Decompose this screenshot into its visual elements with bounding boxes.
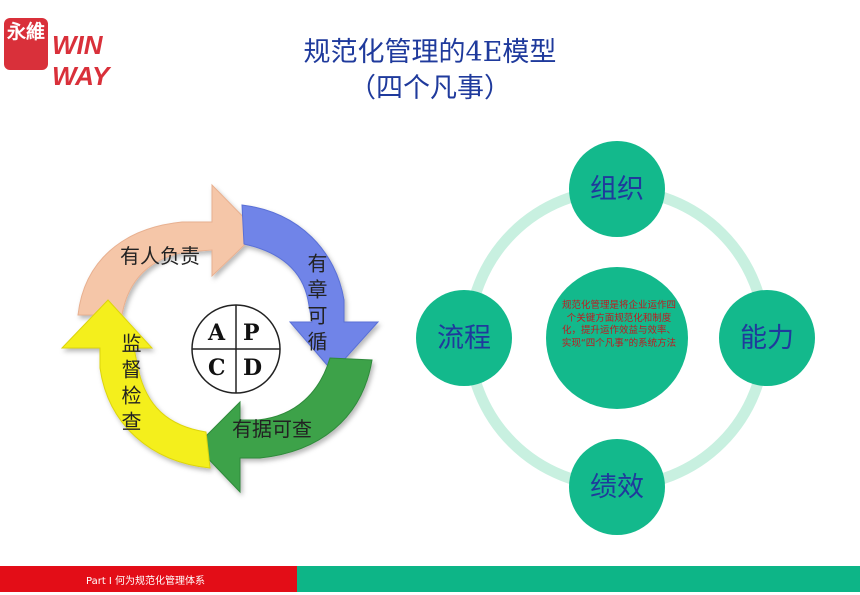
logo-brand-text: WIN WAY [52, 30, 110, 91]
model-diagram [416, 141, 815, 535]
model-center-circle [546, 267, 688, 409]
footer-bar-red [0, 566, 297, 592]
node-label-bottom: 绩效 [590, 472, 644, 503]
pdca-circle [191, 304, 281, 394]
label-rules: 有章可循 [304, 253, 328, 357]
pdca-letter-d: D [243, 355, 262, 381]
footer-bar-green [297, 566, 860, 592]
node-label-right: 能力 [740, 323, 794, 354]
model-node-top [569, 141, 665, 237]
arrow-supervision [60, 299, 211, 469]
node-label-top: 组织 [590, 174, 644, 205]
label-responsible: 有人负责 [120, 244, 200, 268]
company-logo: 永維 WIN WAY [4, 18, 164, 91]
arrow-responsible [77, 183, 259, 316]
label-supervision: 监督检查 [118, 333, 142, 437]
model-node-right [719, 290, 815, 386]
arrow-rules [241, 204, 380, 373]
model-node-left [416, 290, 512, 386]
node-label-left: 流程 [437, 323, 491, 354]
arrow-evidence [195, 357, 373, 494]
pdca-letter-a: A [207, 320, 226, 346]
model-node-bottom [569, 439, 665, 535]
label-evidence: 有据可查 [232, 417, 312, 441]
logo-mark: 永維 [4, 18, 48, 70]
pdca-cycle [60, 183, 380, 494]
pdca-letter-c: C [208, 355, 226, 381]
model-center-text: 规范化管理是将企业运作四个关键方面规范化和制度化，提升运作效益与效率、实现“四个… [561, 300, 677, 349]
footer-section-label: Part I 何为规范化管理体系 [86, 576, 206, 587]
page-title: 规范化管理的4E模型 [303, 37, 557, 68]
page-subtitle: （四个凡事） [349, 73, 511, 104]
pdca-letter-p: P [243, 320, 260, 346]
